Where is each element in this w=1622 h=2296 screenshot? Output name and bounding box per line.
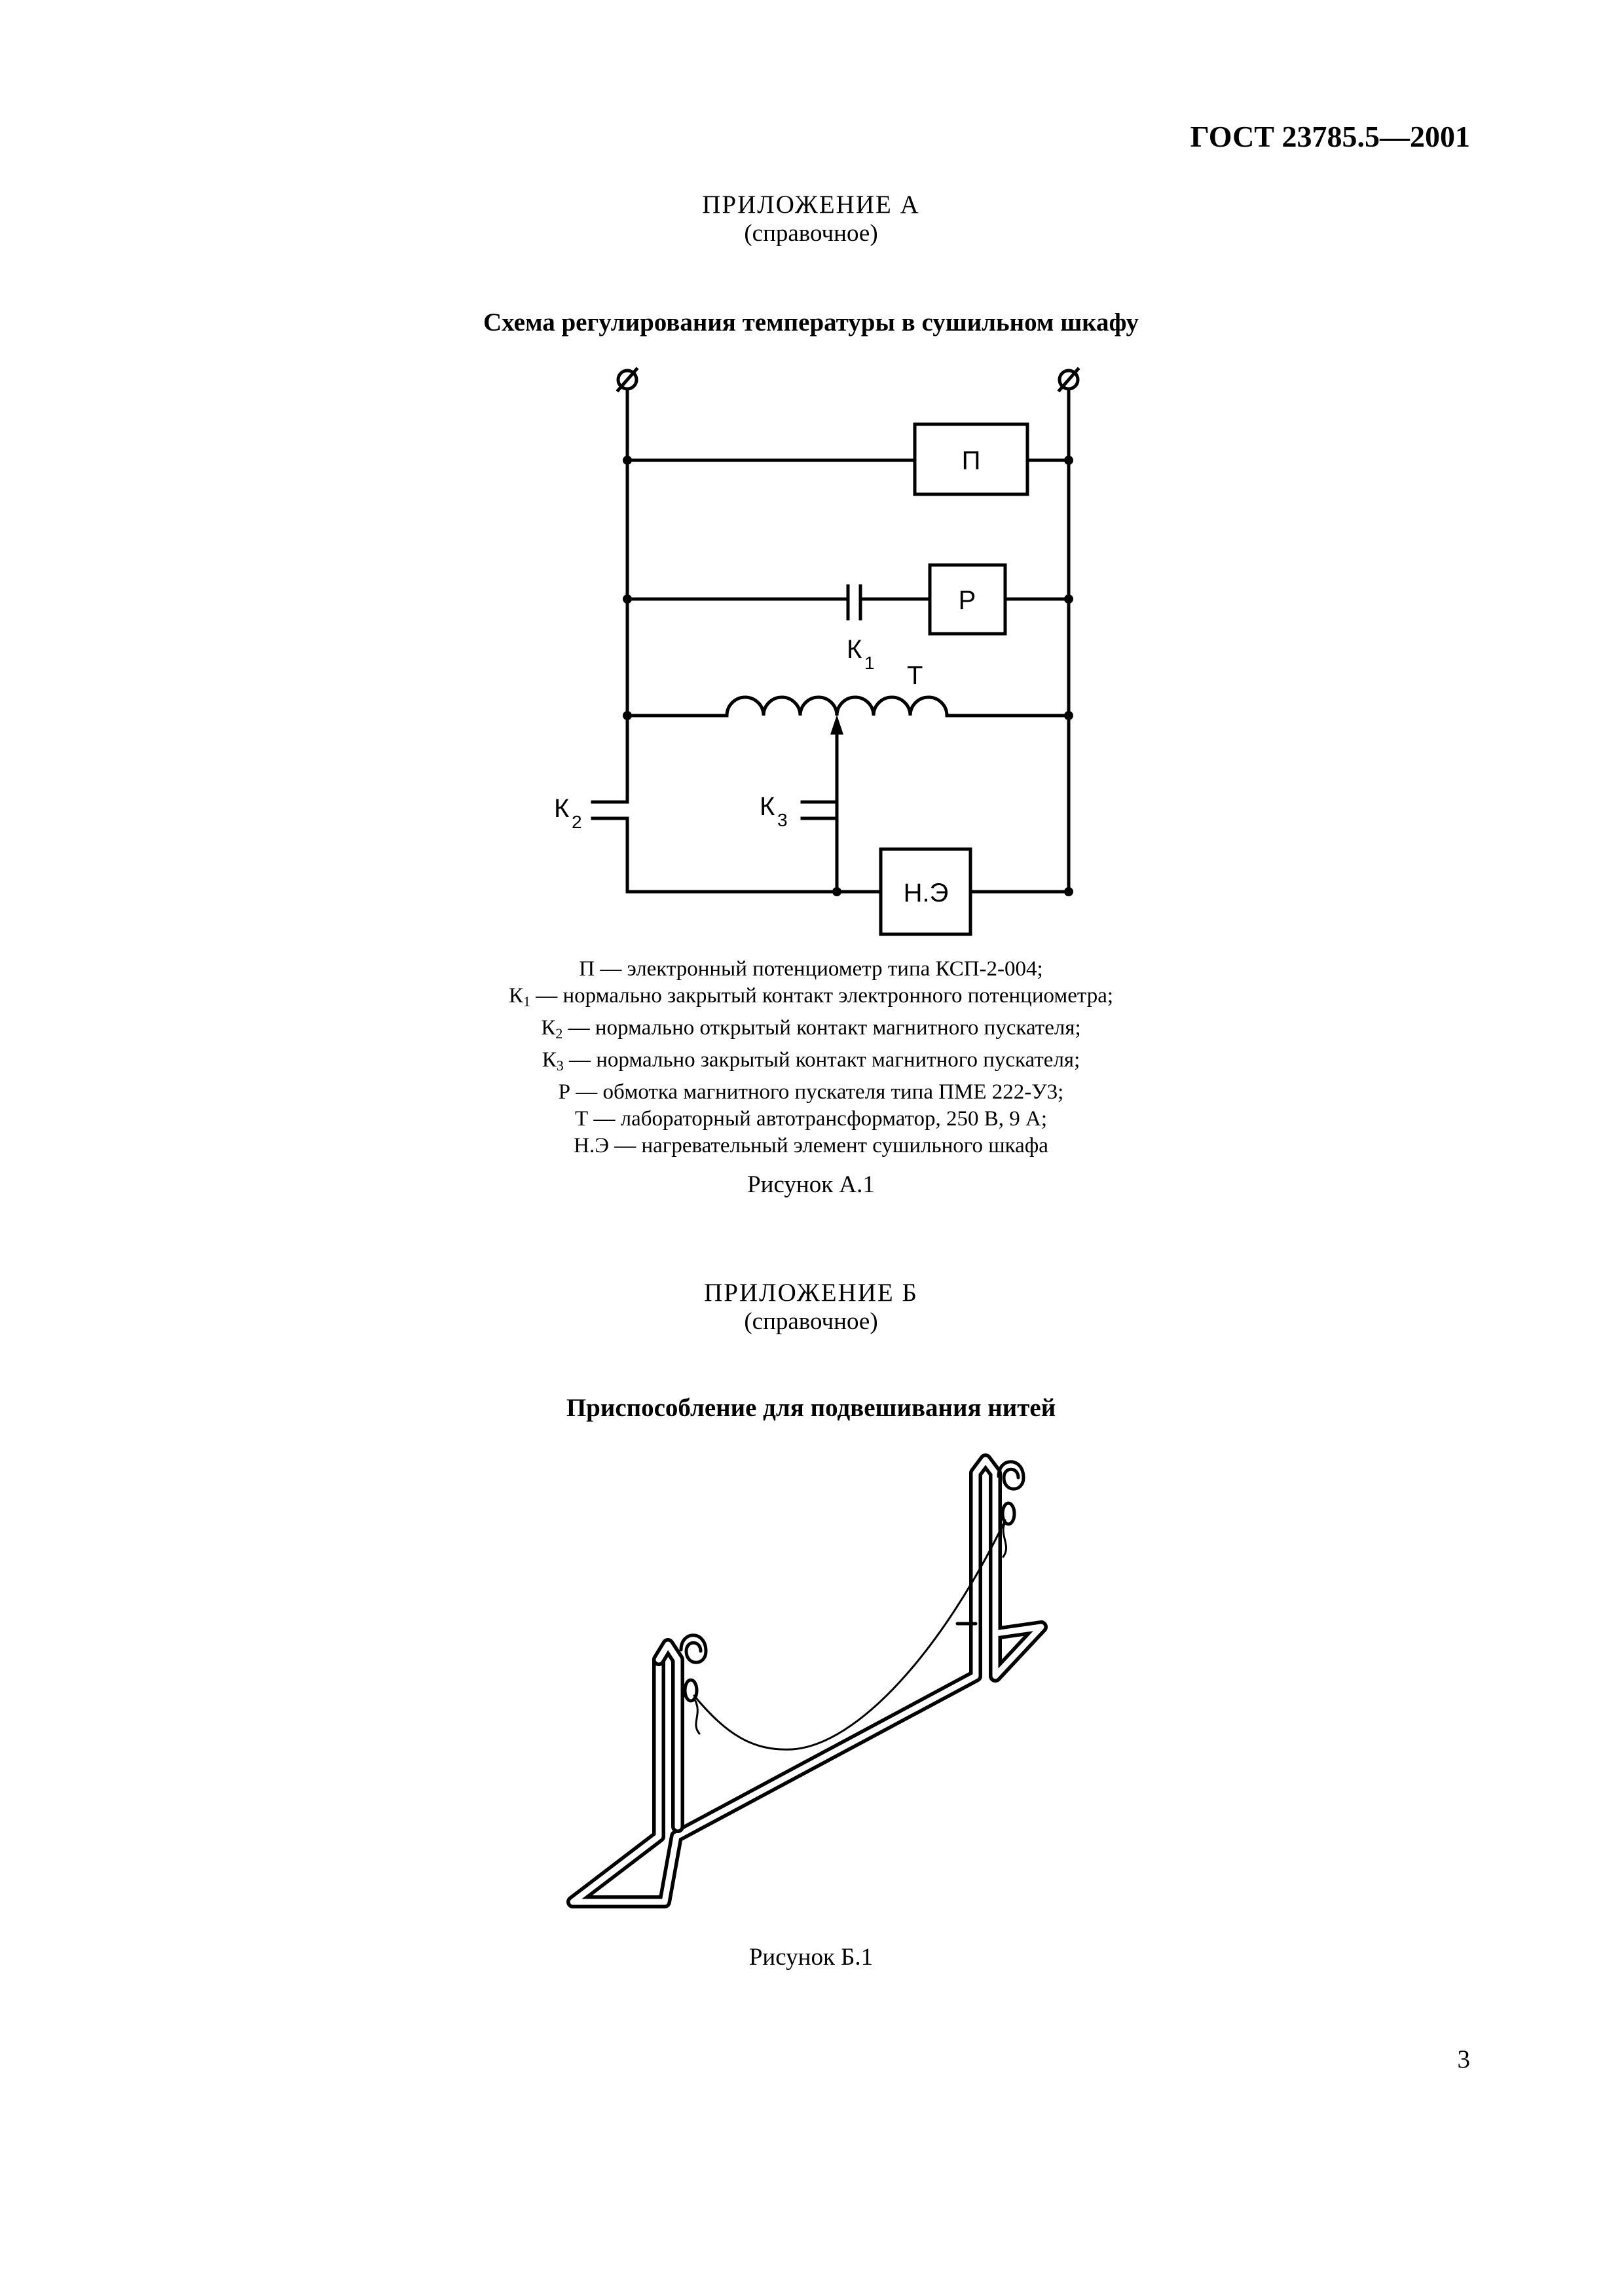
autotransformer-coil-icon xyxy=(725,695,949,718)
appendix-b-subtitle: (справочное) xyxy=(744,1308,878,1335)
wire-frame-icon xyxy=(566,1453,1048,1908)
legend-item: Т — лабораторный автотрансформатор, 250 … xyxy=(0,1106,1622,1133)
legend-term: К xyxy=(541,1016,556,1040)
heating-element-label: Н.Э xyxy=(904,879,949,907)
appendix-b-title: ПРИЛОЖЕНИЕ Б xyxy=(704,1279,918,1307)
clip-right-icon xyxy=(997,1460,1025,1526)
figure-a1-label: Рисунок А.1 xyxy=(747,1171,875,1198)
page-number: 3 xyxy=(1457,2045,1471,2073)
legend-description: — обмотка магнитного пускателя типа ПМЕ … xyxy=(570,1080,1064,1104)
contact-k1-index: 1 xyxy=(864,653,875,673)
legend-item: К1 — нормально закрытый контакт электрон… xyxy=(0,983,1622,1015)
tap-arrow-icon xyxy=(830,715,843,735)
legend-item: Р — обмотка магнитного пускателя типа ПМ… xyxy=(0,1079,1622,1106)
diagram-legend: П — электронный потенциометр типа КСП-2-… xyxy=(0,956,1622,1159)
legend-term: Н.Э xyxy=(574,1134,609,1157)
legend-item: П — электронный потенциометр типа КСП-2-… xyxy=(0,956,1622,983)
legend-description: — нормально закрытый контакт магнитного … xyxy=(563,1048,1080,1072)
legend-description: — лабораторный автотрансформатор, 250 В,… xyxy=(588,1107,1048,1131)
standard-number: ГОСТ 23785.5—2001 xyxy=(1190,120,1470,153)
legend-term-index: 3 xyxy=(556,1057,564,1074)
appendix-a-caption: Схема регулирования температуры в сушиль… xyxy=(483,308,1139,337)
autotransformer-label: Т xyxy=(907,661,923,690)
legend-description: — нормально открытый контакт магнитного … xyxy=(562,1016,1081,1040)
figure-b1-label: Рисунок Б.1 xyxy=(748,1944,874,1971)
legend-item: Н.Э — нагревательный элемент сушильного … xyxy=(0,1133,1622,1159)
potentiometer-label: П xyxy=(962,446,981,475)
legend-term-index: 1 xyxy=(523,993,530,1010)
contact-k2-label: К xyxy=(554,794,570,823)
legend-description: — нагревательный элемент сушильного шкаф… xyxy=(609,1134,1048,1157)
temperature-control-circuit-diagram: П Р Н.Э Т К 1 К 2 К 3 xyxy=(554,367,1080,936)
clip-left-icon xyxy=(679,1633,708,1703)
contact-k3-label: К xyxy=(760,792,775,821)
legend-term: К xyxy=(508,984,523,1008)
thread-hanging-fixture-drawing xyxy=(566,1453,1048,1908)
legend-description: — электронный потенциометр типа КСП-2-00… xyxy=(595,957,1043,981)
contact-k3-index: 3 xyxy=(777,810,788,830)
thread-icon xyxy=(693,1519,1006,1751)
legend-item: К2 — нормально открытый контакт магнитно… xyxy=(0,1015,1622,1047)
legend-term: К xyxy=(542,1048,557,1072)
legend-item: К3 — нормально закрытый контакт магнитно… xyxy=(0,1047,1622,1079)
contact-k1-label: К xyxy=(847,635,862,664)
legend-term: Р xyxy=(558,1080,571,1104)
contact-k2-index: 2 xyxy=(572,812,582,832)
appendix-a-title: ПРИЛОЖЕНИЕ А xyxy=(702,191,920,219)
legend-description: — нормально закрытый контакт электронног… xyxy=(530,984,1114,1008)
appendix-b-caption: Приспособление для подвешивания нитей xyxy=(566,1394,1056,1422)
legend-term: П xyxy=(579,957,595,981)
legend-term: Т xyxy=(574,1107,589,1131)
appendix-a-subtitle: (справочное) xyxy=(744,220,878,247)
legend-term-index: 2 xyxy=(555,1025,563,1042)
relay-label: Р xyxy=(959,586,976,615)
